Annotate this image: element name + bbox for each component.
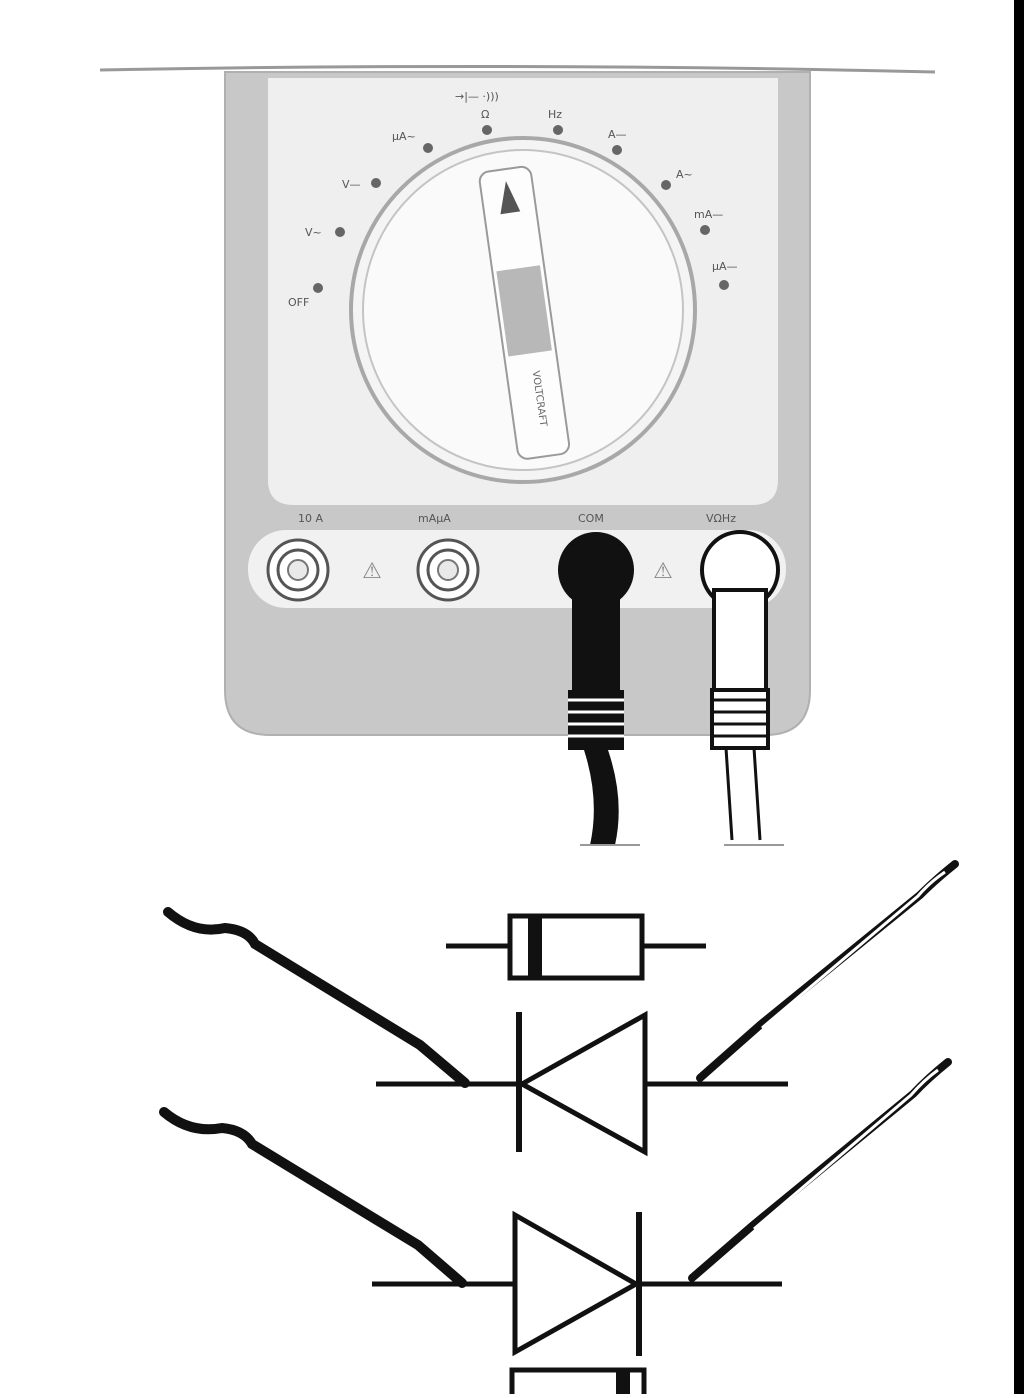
dial-dot-ohm[interactable] xyxy=(482,125,492,135)
dial-dot-hz[interactable] xyxy=(553,125,563,135)
dial-label-ua-ac: µA~ xyxy=(392,130,416,143)
dial-dot-a-dc[interactable] xyxy=(612,145,622,155)
jack-label-ma-ua: mAµA xyxy=(418,512,451,525)
v-ohm-probe-white[interactable] xyxy=(700,530,784,846)
warning-icon: ⚠ xyxy=(362,559,382,584)
warning-icon: ⚠ xyxy=(653,559,673,584)
black-probe-icon xyxy=(159,1107,467,1288)
device-top-edge xyxy=(99,64,936,74)
dial-positions xyxy=(313,125,729,293)
jack-label-v-ohm-hz: VΩHz xyxy=(706,512,736,525)
dial-dot-v-ac[interactable] xyxy=(335,227,345,237)
dial-label-v-ac: V~ xyxy=(305,226,322,239)
dial-dot-ma-dc[interactable] xyxy=(700,225,710,235)
dial-label-a-ac: A~ xyxy=(676,168,693,181)
black-probe-icon xyxy=(163,907,470,1088)
knob-pointer-icon xyxy=(500,181,521,215)
diode-reverse-test xyxy=(159,1058,952,1357)
dial-dot-v-dc[interactable] xyxy=(371,178,381,188)
com-probe-black[interactable] xyxy=(558,532,640,846)
jack-ma-ua[interactable] xyxy=(416,538,480,602)
dial-label-off: OFF xyxy=(288,296,309,309)
dial-label-ua-dc: µA— xyxy=(712,260,738,273)
dial-label-ma-dc: mA— xyxy=(694,208,723,221)
diode-forward-test xyxy=(163,860,959,1157)
page-edge-bar xyxy=(1014,0,1024,1394)
jack-strip xyxy=(248,530,786,608)
diode-package-icon-bottom xyxy=(509,1367,647,1398)
dial-dot-a-ac[interactable] xyxy=(661,180,671,190)
jack-label-10a: 10 A xyxy=(298,512,323,525)
dial-label-a-dc: A— xyxy=(608,128,627,141)
dial-label-v-dc: V— xyxy=(342,178,361,191)
jack-label-com: COM xyxy=(578,512,604,525)
dial-label-ohm: Ω xyxy=(481,108,489,121)
dial-dot-ua-dc[interactable] xyxy=(719,280,729,290)
rotary-knob[interactable]: VOLTCRAFT xyxy=(478,165,571,460)
jack-10a[interactable] xyxy=(266,538,330,602)
dial-label-diode: →|— ·))) xyxy=(455,90,499,103)
dial-dot-off[interactable] xyxy=(313,283,323,293)
dial-label-hz: Hz xyxy=(548,108,562,121)
diode-package-icon xyxy=(446,913,706,981)
dial-dot-ua-ac[interactable] xyxy=(423,143,433,153)
